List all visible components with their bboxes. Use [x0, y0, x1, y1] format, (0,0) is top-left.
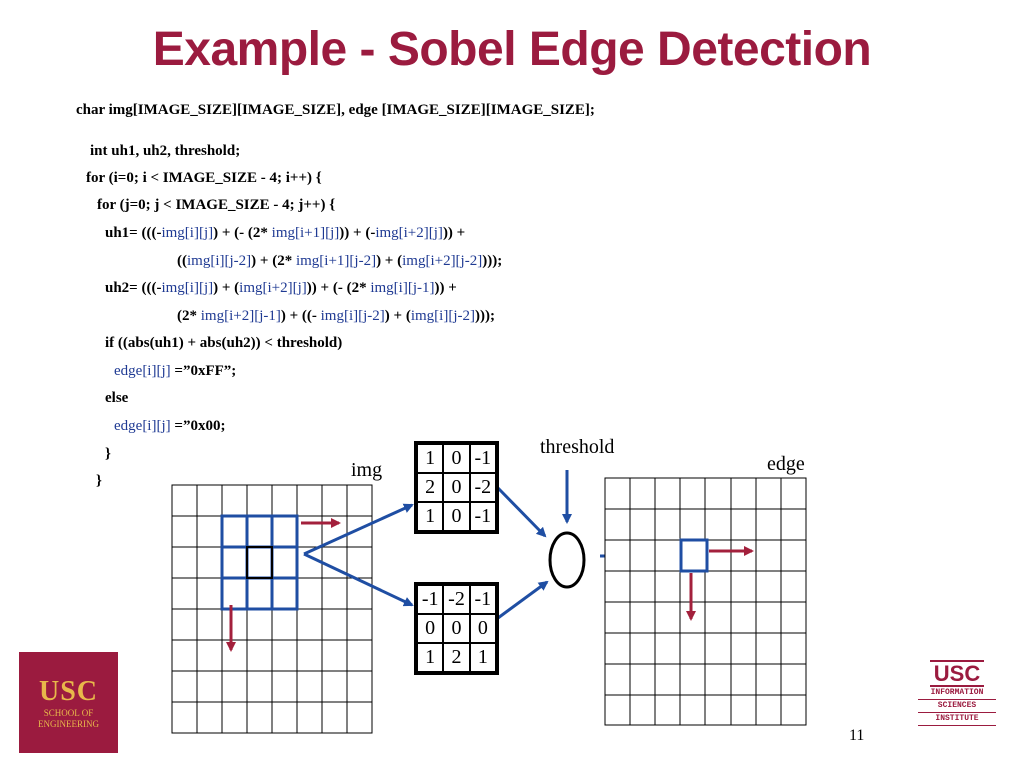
- usc-engineering-logo-line2: ENGINEERING: [38, 718, 99, 729]
- kernel-cell: 2: [443, 643, 470, 672]
- kernel-cell: -2: [469, 473, 496, 502]
- kernel-cell: 0: [443, 614, 470, 643]
- kernel-cell: -2: [443, 585, 470, 614]
- usc-engineering-logo-name: USC: [38, 675, 98, 707]
- slide-title: Example - Sobel Edge Detection: [152, 23, 872, 76]
- isi-logo-line2: SCIENCES: [918, 700, 996, 714]
- kernel-cell: 1: [417, 502, 444, 531]
- kernel-cell: 0: [417, 614, 444, 643]
- code-line-for-j: for (j=0; j < IMAGE_SIZE - 4; j++) {: [97, 197, 336, 213]
- isi-logo-name: USC: [929, 660, 985, 688]
- kernel-cell: -1: [469, 502, 496, 531]
- code-line-else: else: [105, 390, 129, 406]
- kernel-cell: 0: [469, 614, 496, 643]
- code-line-declaration: char img[IMAGE_SIZE][IMAGE_SIZE], edge […: [76, 102, 595, 118]
- code-line-uh2-a: uh2= (((-img[i][j]) + (img[i+2][j])) + (…: [105, 280, 457, 296]
- code-line-int-decl: int uh1, uh2, threshold;: [90, 143, 241, 159]
- isi-logo-line3: INSTITUTE: [918, 713, 996, 727]
- kernel-cell: -1: [469, 585, 496, 614]
- threshold-label: threshold: [540, 436, 615, 458]
- code-line-uh1-b: ((img[i][j-2]) + (2* img[i+1][j-2]) + (i…: [177, 253, 503, 269]
- code-line-edge-00: edge[i][j] =”0x00;: [114, 418, 226, 434]
- code-line-for-i: for (i=0; i < IMAGE_SIZE - 4; i++) {: [86, 170, 322, 186]
- kernel-cell: 0: [443, 473, 470, 502]
- kernel-cell: 0: [443, 444, 470, 473]
- isi-logo-line1: INFORMATION: [918, 687, 996, 701]
- usc-engineering-logo-line1: SCHOOL OF: [43, 707, 94, 718]
- edge-label: edge: [767, 453, 805, 475]
- kernel-cell: 1: [417, 444, 444, 473]
- img-label: img: [351, 459, 383, 481]
- code-line-uh1-a: uh1= (((-img[i][j]) + (- (2* img[i+1][j]…: [105, 225, 466, 241]
- usc-engineering-logo: USC SCHOOL OF ENGINEERING: [19, 652, 118, 753]
- kernel-cell: -1: [469, 444, 496, 473]
- kernel-cell: -1: [417, 585, 444, 614]
- isi-logo: USC INFORMATION SCIENCES INSTITUTE: [918, 660, 996, 746]
- code-line-uh2-b: (2* img[i+2][j-1]) + ((- img[i][j-2]) + …: [177, 308, 495, 324]
- edge-current-pixel: [679, 538, 709, 573]
- page-number: 11: [849, 727, 865, 744]
- kernel-top-to-op-arrow: [496, 486, 547, 538]
- kernel-bottom-to-op-arrow: [497, 580, 549, 620]
- operation-node: [548, 531, 586, 589]
- sobel-kernel-bottom: -1 -2 -1 0 0 0 1 2 1: [414, 582, 499, 675]
- code-line-if: if ((abs(uh1) + abs(uh2)) < threshold): [105, 335, 343, 351]
- img-to-kernel-bottom-arrow: [303, 552, 414, 607]
- code-line-close-outer: }: [96, 473, 102, 489]
- img-center-pixel: [246, 546, 273, 579]
- code-line-close-inner: }: [105, 446, 111, 462]
- kernel-cell: 1: [469, 643, 496, 672]
- sobel-kernel-top: 1 0 -1 2 0 -2 1 0 -1: [414, 441, 499, 534]
- img-to-kernel-top-arrow: [303, 503, 414, 556]
- kernel-cell: 0: [443, 502, 470, 531]
- kernel-cell: 2: [417, 473, 444, 502]
- kernel-cell: 1: [417, 643, 444, 672]
- edge-grid: [604, 477, 807, 726]
- code-line-edge-ff: edge[i][j] =”0xFF”;: [114, 363, 237, 379]
